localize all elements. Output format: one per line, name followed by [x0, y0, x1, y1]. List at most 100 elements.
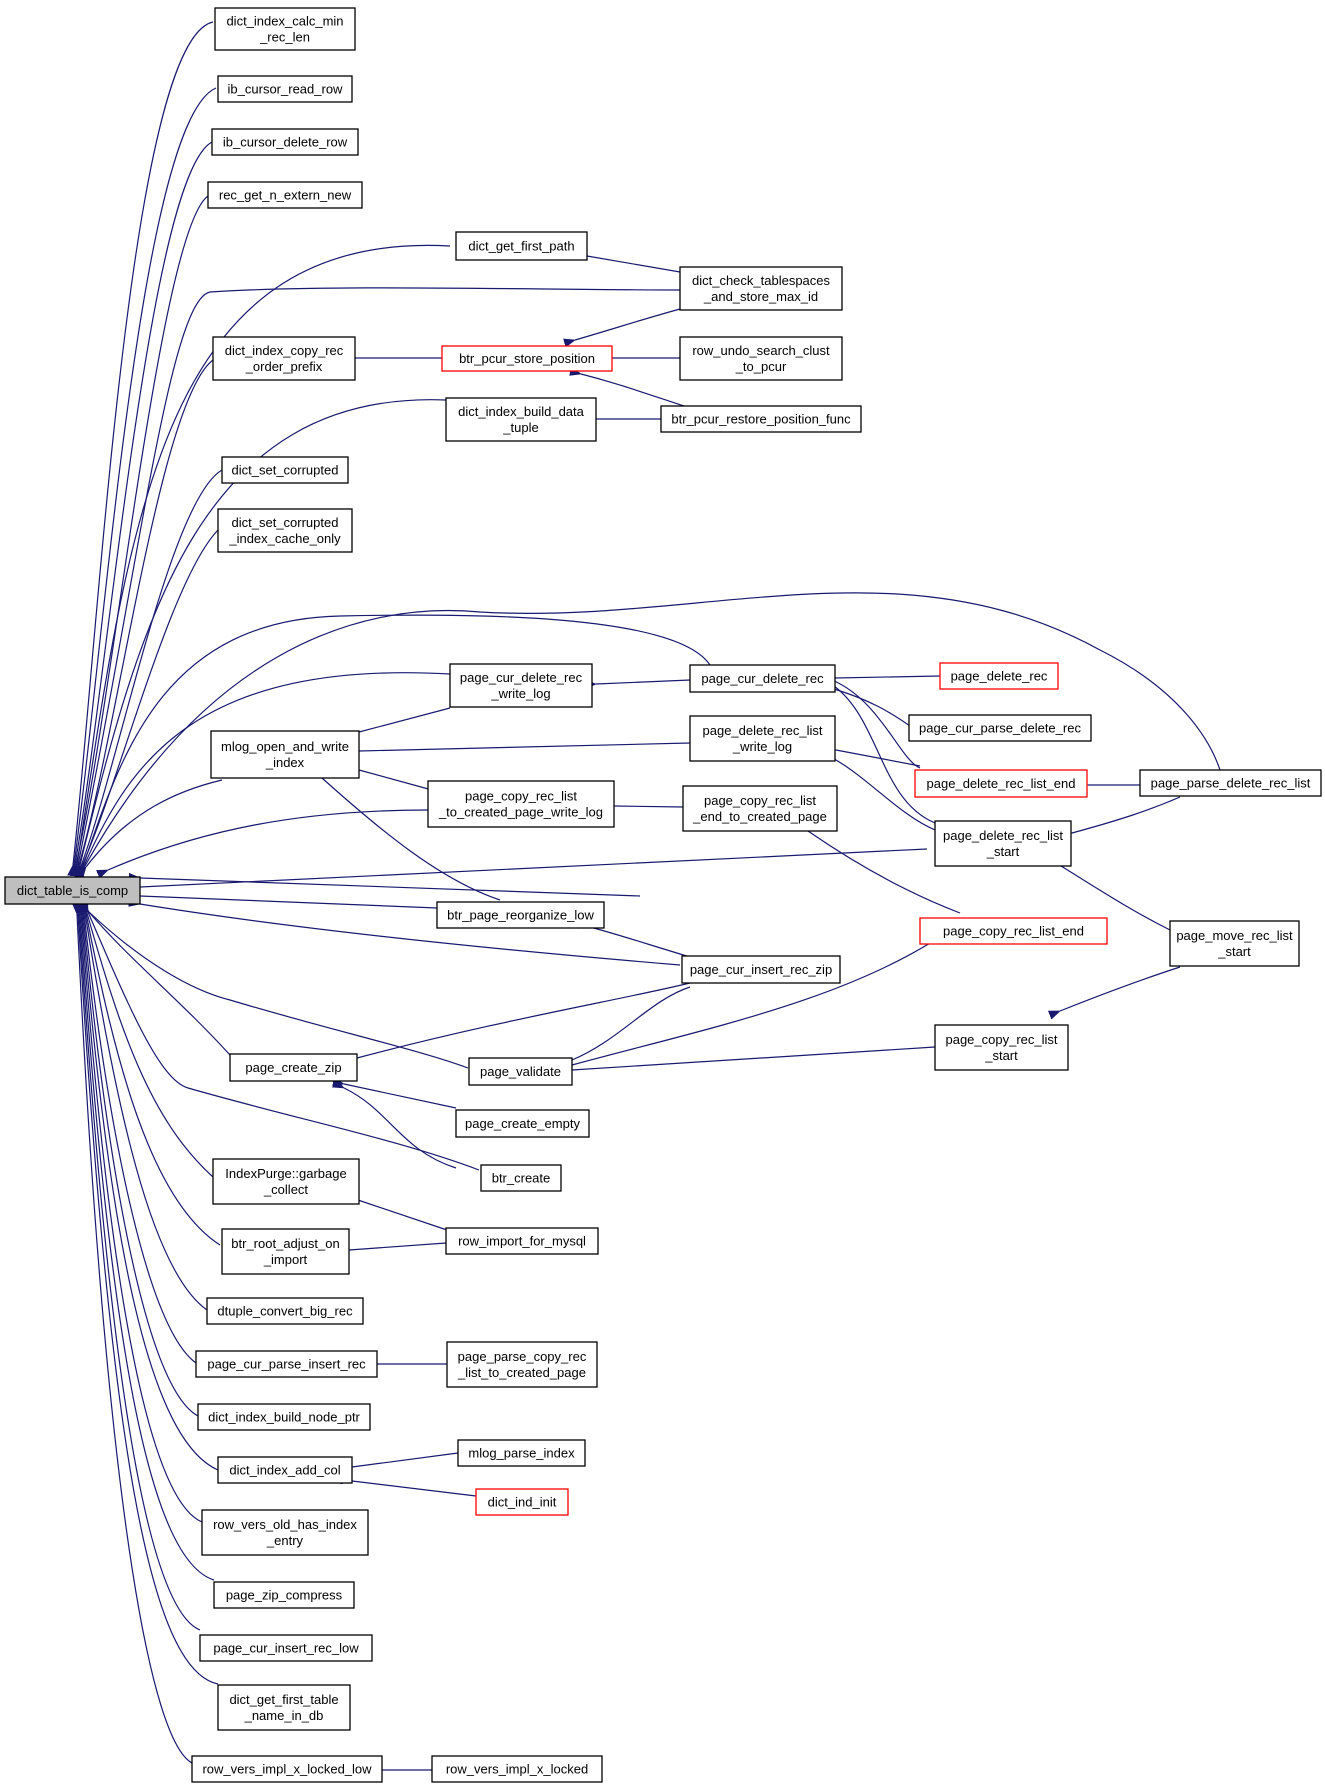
graph-node[interactable]: dict_set_corrupted [221, 456, 349, 484]
graph-node[interactable]: page_copy_rec_list_start [934, 1024, 1069, 1071]
node-box [446, 1341, 598, 1388]
graph-node[interactable]: page_cur_delete_rec_write_log [449, 663, 593, 708]
node-box [221, 456, 349, 484]
node-box [191, 1755, 383, 1783]
node-box [441, 345, 613, 372]
node-label: _write_log [490, 686, 550, 701]
node-label: row_vers_impl_x_locked [446, 1762, 588, 1777]
node-label: btr_page_reorganize_low [447, 908, 594, 923]
graph-node[interactable]: mlog_open_and_write_index [210, 730, 360, 779]
graph-node[interactable]: btr_page_reorganize_low [436, 901, 605, 929]
node-label: page_cur_parse_insert_rec [207, 1357, 366, 1372]
graph-node[interactable]: dict_table_is_comp [4, 876, 141, 905]
edge [1061, 866, 1171, 931]
node-box [449, 663, 593, 708]
node-label: mlog_parse_index [468, 1446, 575, 1461]
node-box [212, 336, 356, 381]
graph-node[interactable]: row_vers_old_has_index_entry [201, 1509, 369, 1556]
node-label: page_copy_rec_list [704, 793, 816, 808]
node-box [4, 876, 141, 905]
edge [87, 913, 214, 1178]
graph-node[interactable]: row_undo_search_clust_to_pcur [679, 336, 843, 381]
graph-node[interactable]: page_copy_rec_list_to_created_page_write… [427, 780, 615, 828]
graph-node[interactable]: page_zip_compress [213, 1581, 355, 1609]
graph-node[interactable]: dtuple_convert_big_rec [206, 1297, 364, 1325]
node-label: _index [265, 755, 305, 770]
graph-node[interactable]: IndexPurge::garbage_collect [212, 1158, 360, 1205]
edge [81, 913, 203, 1523]
graph-node[interactable]: ib_cursor_delete_row [211, 128, 359, 156]
node-label: page_copy_rec_list [945, 1032, 1057, 1047]
graph-node[interactable]: dict_index_calc_min_rec_len [214, 7, 356, 51]
edge [572, 929, 951, 1065]
graph-node[interactable]: page_delete_rec [939, 662, 1059, 690]
graph-node[interactable]: page_cur_delete_rec [689, 664, 836, 693]
graph-node[interactable]: row_vers_impl_x_locked [431, 1755, 603, 1783]
node-label: btr_root_adjust_on [231, 1236, 339, 1251]
graph-node[interactable]: page_create_zip [229, 1053, 358, 1082]
node-label: page_parse_copy_rec [458, 1349, 587, 1364]
edge [352, 1481, 477, 1497]
graph-node[interactable]: page_cur_parse_insert_rec [195, 1350, 378, 1378]
graph-node[interactable]: dict_get_first_path [455, 231, 588, 261]
graph-node[interactable]: page_delete_rec_list_start [934, 820, 1072, 867]
edge [357, 982, 691, 1058]
graph-node[interactable]: page_copy_rec_list_end [919, 917, 1108, 945]
node-box [679, 266, 843, 311]
graph-node[interactable]: dict_check_tablespaces_and_store_max_id [679, 266, 843, 311]
node-box [229, 1053, 358, 1082]
node-box [213, 1581, 355, 1609]
edge [77, 244, 451, 865]
graph-node[interactable]: btr_pcur_restore_position_func [660, 405, 862, 433]
graph-node[interactable]: row_vers_impl_x_locked_low [191, 1755, 383, 1783]
graph-node[interactable]: page_delete_rec_list_end [914, 769, 1088, 798]
node-label: _tuple [502, 420, 538, 435]
graph-node[interactable]: btr_root_adjust_on_import [221, 1228, 350, 1275]
graph-node[interactable]: dict_get_first_table_name_in_db [217, 1684, 351, 1731]
graph-node[interactable]: page_validate [468, 1057, 573, 1086]
graph-node[interactable]: page_parse_copy_rec_list_to_created_page [446, 1341, 598, 1388]
node-label: page_zip_compress [226, 1588, 343, 1603]
graph-node[interactable]: page_cur_insert_rec_zip [681, 955, 841, 984]
graph-node[interactable]: btr_create [480, 1164, 562, 1192]
node-box [681, 955, 841, 984]
graph-node[interactable]: dict_index_build_node_ptr [197, 1403, 371, 1431]
graph-node[interactable]: dict_index_build_data_tuple [445, 397, 597, 442]
graph-node[interactable]: rec_get_n_extern_new [207, 181, 363, 209]
graph-node[interactable]: page_move_rec_list_start [1169, 920, 1300, 967]
graph-node[interactable]: btr_pcur_store_position [441, 345, 613, 372]
node-label: dict_check_tablespaces [692, 273, 831, 288]
graph-node[interactable]: dict_index_add_col [217, 1456, 353, 1484]
graph-node[interactable]: dict_index_copy_rec_order_prefix [212, 336, 356, 381]
graph-node[interactable]: dict_set_corrupted_index_cache_only [217, 508, 353, 553]
graph-node[interactable]: dict_ind_init [475, 1488, 569, 1516]
edge [322, 778, 501, 901]
graph-node[interactable]: row_import_for_mysql [445, 1227, 599, 1255]
node-box [206, 1297, 364, 1325]
node-box [457, 1439, 586, 1467]
node-label: dict_index_add_col [229, 1463, 340, 1478]
node-box [217, 1456, 353, 1484]
edge [596, 679, 691, 684]
graph-node[interactable]: ib_cursor_read_row [217, 75, 353, 103]
graph-node[interactable]: page_parse_delete_rec_list [1139, 769, 1322, 797]
edge [82, 913, 219, 1471]
node-label: rec_get_n_extern_new [219, 188, 352, 203]
edge [832, 680, 921, 769]
graph-node[interactable]: page_cur_insert_rec_low [199, 1634, 373, 1662]
graph-node[interactable]: page_cur_parse_delete_rec [908, 714, 1092, 742]
node-box [934, 1024, 1069, 1071]
graph-node[interactable]: page_delete_rec_list_write_log [689, 715, 836, 762]
edge [358, 1200, 451, 1232]
graph-node[interactable]: page_copy_rec_list_end_to_created_page [682, 785, 838, 832]
node-layer: dict_table_is_comp dict_index_calc_min_re… [4, 7, 1322, 1783]
graph-node[interactable]: page_create_empty [455, 1109, 590, 1138]
edge [84, 672, 451, 866]
edge [572, 1046, 936, 1070]
edge [587, 256, 681, 273]
graph-node[interactable]: mlog_parse_index [457, 1439, 586, 1467]
node-box [455, 231, 588, 261]
node-label: btr_create [492, 1171, 551, 1186]
node-box [468, 1057, 573, 1086]
